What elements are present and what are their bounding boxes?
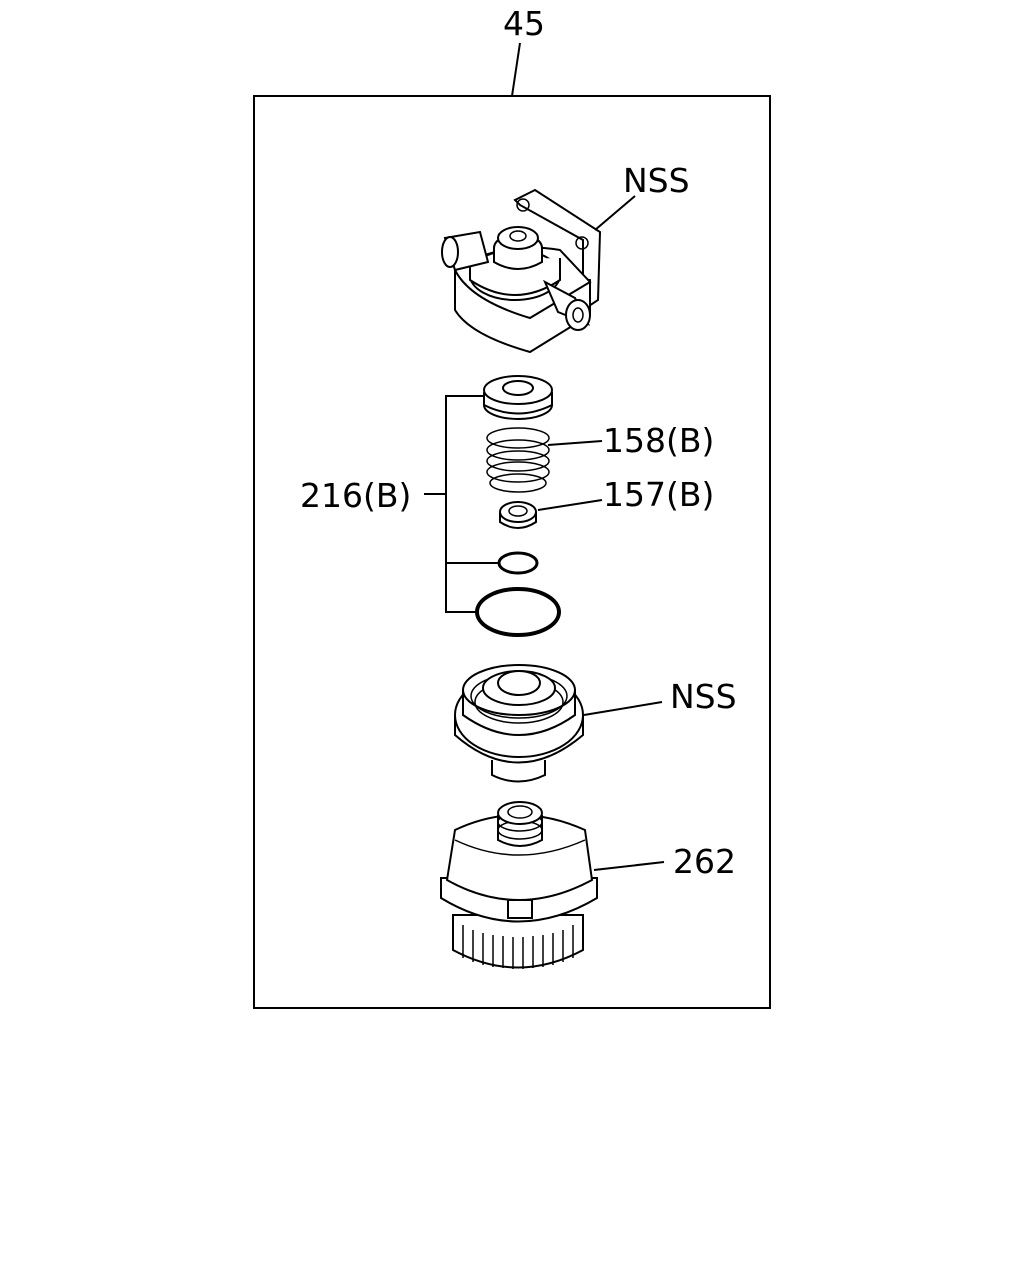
filter-cap bbox=[440, 801, 598, 969]
housing-leader-line bbox=[594, 195, 636, 231]
spring-label: 158(B) bbox=[603, 421, 714, 460]
element-leader-line bbox=[583, 701, 663, 716]
housing-label: NSS bbox=[623, 161, 690, 200]
check-valve bbox=[499, 501, 537, 529]
valve-label: 157(B) bbox=[603, 475, 714, 514]
spring-leader-line bbox=[547, 440, 603, 446]
valve-leader-line bbox=[537, 499, 603, 511]
kit-label: 216(B) bbox=[300, 476, 411, 515]
filter-element bbox=[454, 664, 584, 783]
group-leader-line bbox=[511, 42, 521, 97]
kit-bracket bbox=[445, 395, 499, 613]
spring bbox=[486, 427, 550, 493]
cap-label: 262 bbox=[673, 842, 736, 881]
filter-head-housing bbox=[441, 188, 602, 354]
group-number-label: 45 bbox=[503, 4, 545, 43]
valve-seat-washer bbox=[483, 375, 553, 420]
element-label: NSS bbox=[670, 677, 737, 716]
cap-leader-line bbox=[593, 861, 665, 871]
large-o-ring bbox=[475, 587, 561, 637]
small-o-ring bbox=[497, 551, 539, 575]
